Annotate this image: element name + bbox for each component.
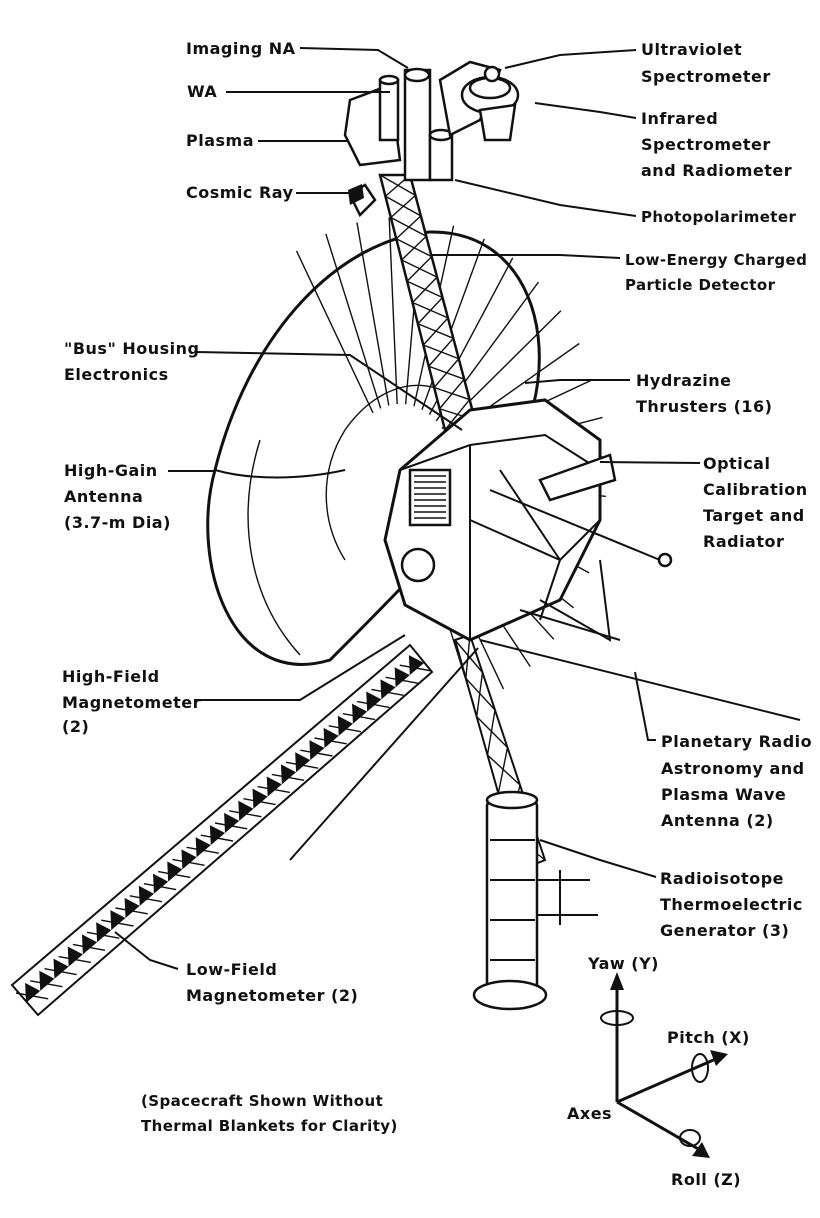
label-lfm-2: Magnetometer (2) (186, 986, 358, 1005)
label-lecp-1: Low-Energy Charged (625, 251, 807, 269)
magnetometer-boom (10, 643, 434, 1017)
label-hydrazine-1: Hydrazine (636, 371, 732, 390)
label-infrared: Infrared (641, 109, 718, 128)
label-pra-2: Astronomy and (661, 759, 805, 778)
label-hydrazine-2: Thrusters (16) (636, 397, 772, 416)
axis-label-yaw: Yaw (Y) (587, 954, 659, 973)
label-ir-spectrometer: Spectrometer (641, 135, 771, 154)
label-lecp-2: Particle Detector (625, 276, 776, 294)
note-line-2: Thermal Blankets for Clarity) (141, 1117, 398, 1135)
label-hfm-1: High-Field (62, 667, 160, 686)
label-hga-1: High-Gain (64, 461, 158, 480)
label-optical-2: Calibration (703, 480, 808, 499)
label-hga-3: (3.7-m Dia) (64, 513, 171, 532)
label-plasma: Plasma (186, 131, 254, 150)
label-wa: WA (187, 82, 217, 101)
label-bus-2: Electronics (64, 365, 169, 384)
rtg-boom (453, 633, 598, 1011)
label-bus-1: "Bus" Housing (64, 339, 199, 358)
label-cosmic-ray: Cosmic Ray (186, 183, 294, 202)
label-optical-1: Optical (703, 454, 770, 473)
science-boom (378, 173, 477, 432)
axis-label-axes: Axes (567, 1104, 612, 1123)
label-lfm-1: Low-Field (186, 960, 277, 979)
leader-lines (114, 47, 701, 970)
axes-diagram (600, 972, 728, 1158)
label-pra-3: Plasma Wave (661, 785, 786, 804)
scan-platform (343, 60, 520, 218)
bus-housing (383, 398, 673, 642)
label-imaging-na: Imaging NA (186, 39, 296, 58)
label-pra-1: Planetary Radio (661, 732, 812, 751)
label-ultraviolet: Ultraviolet (641, 40, 742, 59)
label-hfm-3: (2) (62, 717, 89, 736)
label-rtg-3: Generator (3) (660, 921, 789, 940)
label-optical-3: Target and (703, 506, 805, 525)
label-hga-2: Antenna (64, 487, 143, 506)
note-line-1: (Spacecraft Shown Without (141, 1092, 383, 1110)
label-rtg-1: Radioisotope (660, 869, 784, 888)
label-radiometer: and Radiometer (641, 161, 792, 180)
radio-antenna-rods (289, 639, 801, 861)
axis-label-pitch: Pitch (X) (667, 1028, 750, 1047)
label-pra-4: Antenna (2) (661, 811, 774, 830)
label-photopolarimeter: Photopolarimeter (641, 208, 796, 226)
label-rtg-2: Thermoelectric (660, 895, 803, 914)
label-optical-4: Radiator (703, 532, 784, 551)
label-hfm-2: Magnetometer (62, 693, 201, 712)
label-uv-spectrometer: Spectrometer (641, 67, 771, 86)
axis-label-roll: Roll (Z) (671, 1170, 741, 1189)
